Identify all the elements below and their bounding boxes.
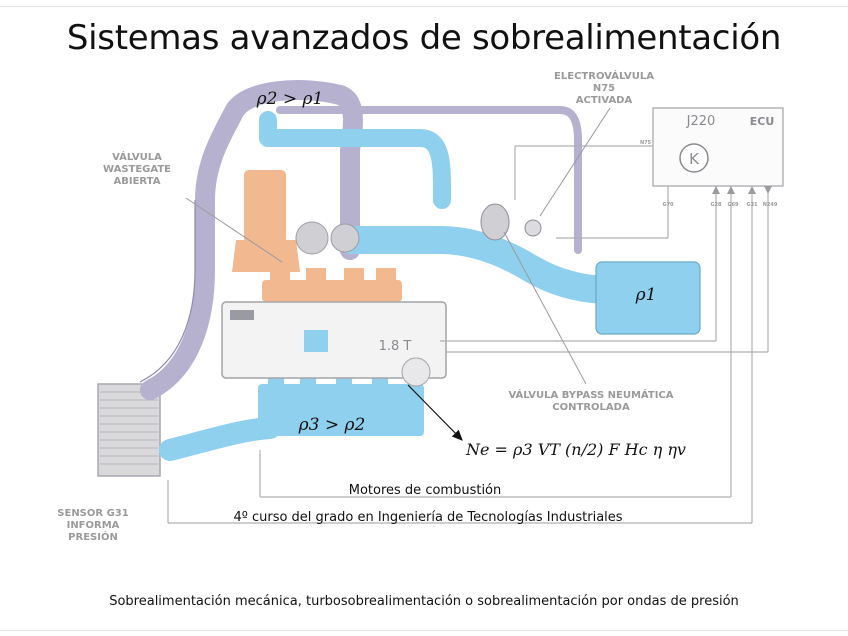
svg-text:INFORMA: INFORMA xyxy=(67,520,120,531)
engine-label: 1.8 T xyxy=(379,339,412,354)
density-compare-3: ρ3 > ρ2 xyxy=(298,415,366,435)
slide-footer: Sobrealimentación mecánica, turbosobreal… xyxy=(109,594,739,609)
svg-text:N75: N75 xyxy=(593,83,615,94)
ecu-id: J220 xyxy=(686,114,716,129)
bypass-valve xyxy=(480,203,542,241)
svg-text:K: K xyxy=(689,150,700,168)
power-formula: Ne = ρ3 VT (n/2) F Hc η ηv xyxy=(465,440,686,459)
svg-text:ACTIVADA: ACTIVADA xyxy=(576,95,633,106)
density-p1: ρ1 xyxy=(635,285,657,305)
svg-text:CONTROLADA: CONTROLADA xyxy=(552,402,630,413)
svg-text:N249: N249 xyxy=(763,202,778,208)
svg-text:N75: N75 xyxy=(640,140,652,146)
wiring xyxy=(167,145,769,524)
svg-text:WASTEGATE: WASTEGATE xyxy=(103,164,171,175)
pressure-pipe-outline xyxy=(139,200,196,383)
ecu-pin-labels: N75 G70 G28 G69 G31 N249 xyxy=(640,140,778,208)
ecu-pin-arrows xyxy=(712,186,772,194)
svg-text:G28: G28 xyxy=(710,202,722,208)
course-label: 4º curso del grado en Ingeniería de Tecn… xyxy=(233,510,622,525)
electrovalvula-label: ELECTROVÁLVULA xyxy=(554,69,654,82)
label-leaders xyxy=(185,107,611,385)
formula-arrow xyxy=(407,384,463,441)
bypass-label: VÁLVULA BYPASS NEUMÁTICA xyxy=(508,388,673,401)
ecu-box: K xyxy=(652,107,784,187)
sensor-label: SENSOR G31 xyxy=(57,508,128,519)
top-divider xyxy=(0,6,848,7)
svg-text:ABIERTA: ABIERTA xyxy=(114,176,161,187)
pressure-pipe xyxy=(140,80,582,400)
svg-text:PRESIÓN: PRESIÓN xyxy=(68,530,118,543)
engine-block xyxy=(221,301,447,387)
svg-text:G69: G69 xyxy=(727,202,739,208)
intake-manifold xyxy=(258,376,424,436)
subject-label: Motores de combustión xyxy=(349,483,502,498)
svg-text:G70: G70 xyxy=(662,202,674,208)
component-labels: ELECTROVÁLVULA N75 ACTIVADA VÁLVULA WAST… xyxy=(57,69,673,543)
svg-text:G31: G31 xyxy=(746,202,758,208)
exhaust-turbo xyxy=(232,170,402,302)
air-filter-box xyxy=(595,261,701,335)
wastegate-label: VÁLVULA xyxy=(112,150,162,163)
bottom-divider xyxy=(0,630,848,631)
slide-title: Sistemas avanzados de sobrealimentación xyxy=(66,18,782,58)
ecu-name: ECU xyxy=(750,115,775,128)
density-compare-1: ρ2 > ρ1 xyxy=(256,89,324,109)
